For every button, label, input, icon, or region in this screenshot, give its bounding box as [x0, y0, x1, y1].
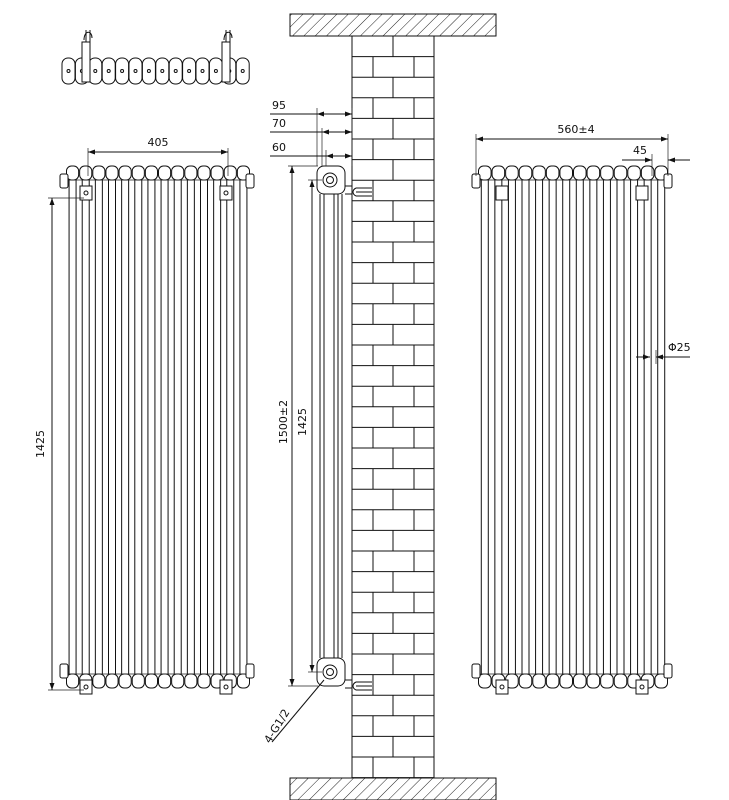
- top-section: [195, 57, 210, 85]
- header-cap-bottom: [118, 673, 132, 689]
- header-cap-bottom: [532, 673, 546, 689]
- front-bracket-top-right: [219, 185, 233, 201]
- dim-front-height: 1425: [34, 197, 84, 691]
- dim-rear-width: 560±4: [475, 123, 669, 176]
- wall-bracket-bottom: [345, 679, 372, 691]
- ceiling-slab: [289, 13, 497, 37]
- header-cap-bottom: [518, 673, 533, 689]
- header-cap-top: [184, 165, 198, 181]
- header-cap-top: [158, 165, 172, 181]
- front-view-header-caps: [66, 165, 251, 689]
- header-cap-top: [92, 165, 106, 181]
- header-cap-top: [79, 165, 93, 181]
- header-cap-bottom: [171, 673, 185, 689]
- header-cap-bottom: [105, 673, 119, 689]
- top-section: [182, 57, 197, 85]
- header-cap-bottom: [184, 673, 198, 689]
- dim-depth-70-label: 70: [272, 117, 286, 130]
- top-section: [208, 57, 223, 85]
- header-cap-top: [518, 165, 533, 181]
- top-section: [168, 57, 183, 85]
- dim-front-width-label: 405: [148, 136, 169, 149]
- rear-view: 560±4 45 Φ25: [471, 123, 691, 695]
- front-view: 405 1425: [34, 136, 255, 695]
- brick-courses: [352, 36, 434, 779]
- dim-front-height-label: 1425: [34, 430, 47, 458]
- header-cap-top: [586, 165, 601, 181]
- header-cap-top: [600, 165, 614, 181]
- dim-depth-95-label: 95: [272, 99, 286, 112]
- header-cap-bottom: [92, 673, 106, 689]
- header-cap-top: [573, 165, 587, 181]
- header-cap-bottom: [131, 673, 145, 689]
- front-bracket-bottom-left: [79, 679, 93, 695]
- header-cap-top: [144, 165, 159, 181]
- header-cap-top: [197, 165, 211, 181]
- header-cap-bottom: [573, 673, 587, 689]
- dim-side-overall-label: 1500±2: [277, 400, 290, 444]
- dim-tube-diameter-label: Φ25: [668, 341, 691, 354]
- header-cap-bottom: [613, 673, 628, 689]
- dim-tube-diameter: Φ25: [636, 341, 691, 364]
- header-cap-bottom: [559, 673, 574, 689]
- header-cap-top: [131, 165, 145, 181]
- header-cap-top: [627, 165, 641, 181]
- header-cap-bottom: [144, 673, 159, 689]
- dim-side-height-label: 1425: [296, 408, 309, 436]
- header-cap-top: [223, 165, 237, 181]
- dim-rear-offset: 45: [622, 144, 690, 176]
- header-cap-top: [505, 165, 519, 181]
- top-section: [235, 57, 250, 85]
- dim-rear-width-label: 560±4: [557, 123, 594, 136]
- connection-callout: 4-G1/2: [262, 679, 325, 746]
- dim-depths: 95 70 60: [270, 99, 353, 166]
- top-section: [61, 57, 76, 85]
- connections-label: 4-G1/2: [262, 707, 293, 746]
- floor-slab: [289, 777, 497, 800]
- side-view: 95 70 60 1500±2 1425 4-G1/2: [262, 13, 497, 800]
- connection-bottom: [322, 664, 338, 680]
- rear-bracket-bottom-left: [495, 679, 509, 695]
- header-cap-bottom: [197, 673, 211, 689]
- header-cap-top: [491, 165, 506, 181]
- top-section: [141, 57, 156, 85]
- top-plan-view: [61, 30, 250, 85]
- top-section: [155, 57, 170, 85]
- front-bracket-top-left: [79, 185, 93, 201]
- top-section: [128, 57, 143, 85]
- dim-rear-offset-label: 45: [633, 144, 647, 157]
- radiator-side-profile: [316, 165, 372, 691]
- header-cap-top: [559, 165, 574, 181]
- top-section: [101, 57, 116, 85]
- top-view-bracket-right: [221, 30, 233, 83]
- header-cap-top: [613, 165, 628, 181]
- rear-view-tubes: [480, 180, 666, 674]
- top-view-bracket-left: [81, 30, 93, 83]
- header-cap-bottom: [600, 673, 614, 689]
- header-cap-top: [532, 165, 546, 181]
- header-cap-top: [118, 165, 132, 181]
- dim-side-heights: 1500±2 1425: [277, 165, 322, 687]
- connection-top: [322, 172, 338, 188]
- rear-bracket-bottom-right: [635, 679, 649, 695]
- header-cap-top: [171, 165, 185, 181]
- dim-depth-60-label: 60: [272, 141, 286, 154]
- header-cap-bottom: [158, 673, 172, 689]
- top-section: [88, 57, 103, 85]
- front-bracket-bottom-right: [219, 679, 233, 695]
- header-cap-top: [545, 165, 560, 181]
- top-section: [115, 57, 130, 85]
- header-cap-top: [105, 165, 119, 181]
- header-cap-top: [210, 165, 224, 181]
- rear-bracket-top-left: [495, 185, 509, 201]
- rear-view-header-caps: [478, 165, 669, 689]
- header-cap-bottom: [545, 673, 560, 689]
- front-view-tubes: [68, 180, 248, 674]
- wall-bracket-top: [345, 185, 372, 197]
- header-cap-bottom: [586, 673, 601, 689]
- rear-bracket-top-right: [635, 185, 649, 201]
- dim-front-width: 405: [87, 136, 229, 176]
